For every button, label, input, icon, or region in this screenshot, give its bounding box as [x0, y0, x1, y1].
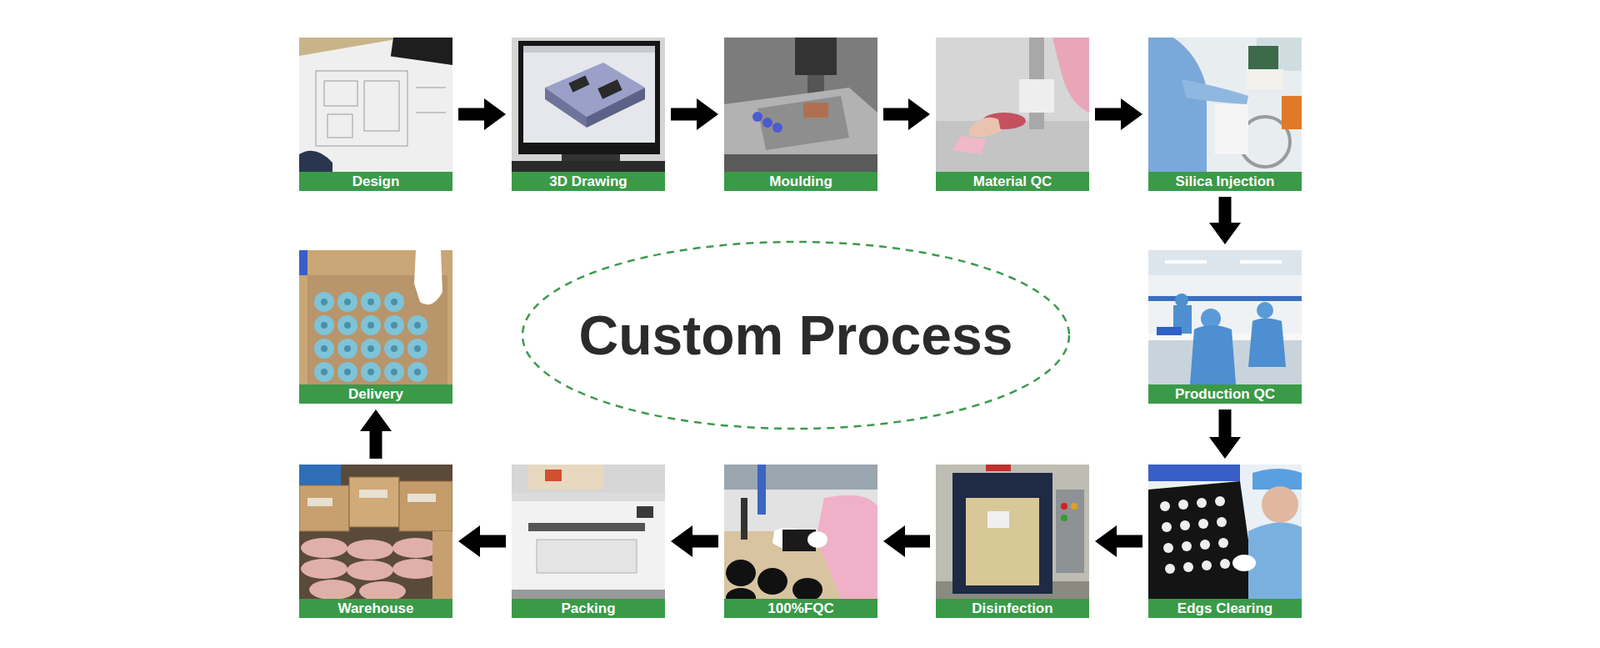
flow-arrow — [360, 409, 392, 459]
flow-arrow — [883, 98, 930, 130]
delivery-photo — [299, 250, 453, 385]
design-photo — [299, 28, 470, 172]
process-step: Material QC — [935, 37, 1090, 191]
label-band: Silica Injection — [1148, 171, 1302, 191]
process-step: 100%FQC — [724, 464, 878, 618]
step-label: Production QC — [1175, 385, 1275, 403]
process-step: Moulding — [724, 37, 878, 191]
step-label: Material QC — [973, 172, 1052, 190]
step-label: Edgs Clearing — [1177, 599, 1273, 617]
step-label: 100%FQC — [767, 599, 834, 617]
label-band: 3D Drawing — [511, 171, 665, 191]
flow-arrow — [1095, 525, 1143, 557]
step-label: Warehouse — [337, 599, 414, 617]
material-qc-photo — [935, 37, 1090, 172]
label-band: Production QC — [1148, 384, 1302, 404]
step-label: Silica Injection — [1175, 172, 1275, 190]
process-step: Production QC — [1148, 250, 1302, 404]
diagram-title: Custom Process — [579, 303, 1014, 367]
process-step: Delivery — [299, 250, 453, 404]
step-label: Packing — [560, 599, 615, 617]
process-step: Disinfection — [935, 464, 1090, 618]
label-band: Packing — [511, 598, 665, 618]
packing-photo — [511, 464, 665, 599]
edge-clearing-photo — [1148, 464, 1302, 599]
flow-arrow — [1209, 409, 1241, 459]
label-band: Moulding — [724, 171, 878, 191]
process-step: Warehouse — [299, 464, 453, 618]
production-qc-photo — [1148, 250, 1302, 385]
disinfection-photo — [935, 464, 1090, 599]
process-step: Packing — [511, 464, 665, 618]
fqc-photo — [724, 464, 878, 608]
flow-arrow — [883, 525, 930, 557]
flow-arrow — [670, 98, 719, 130]
step-label: Design — [352, 172, 400, 190]
flow-arrow — [458, 98, 506, 130]
step-label: Disinfection — [971, 599, 1053, 617]
label-band: Edgs Clearing — [1148, 598, 1302, 618]
flow-arrow — [458, 525, 506, 557]
process-step: 3D Drawing — [511, 37, 665, 191]
label-band: Disinfection — [935, 598, 1090, 618]
process-step: Silica Injection — [1148, 37, 1302, 191]
flow-arrow — [670, 525, 719, 557]
moulding-photo — [724, 37, 878, 172]
process-step: Design — [299, 37, 453, 191]
step-label: Delivery — [348, 385, 404, 403]
process-step: Edgs Clearing — [1148, 464, 1302, 618]
drawing-photo — [511, 37, 665, 172]
step-label: Moulding — [769, 172, 833, 190]
silica-injection-photo — [1148, 37, 1302, 172]
label-band: Delivery — [299, 384, 453, 404]
warehouse-photo — [299, 464, 453, 601]
label-band: Material QC — [935, 171, 1090, 191]
flow-arrow — [1209, 196, 1241, 245]
label-band: 100%FQC — [724, 598, 878, 618]
flow-arrow — [1095, 98, 1143, 130]
label-band: Warehouse — [299, 598, 453, 618]
dashed-ellipse — [522, 241, 1070, 429]
label-band: Design — [299, 171, 453, 191]
step-label: 3D Drawing — [549, 172, 628, 190]
